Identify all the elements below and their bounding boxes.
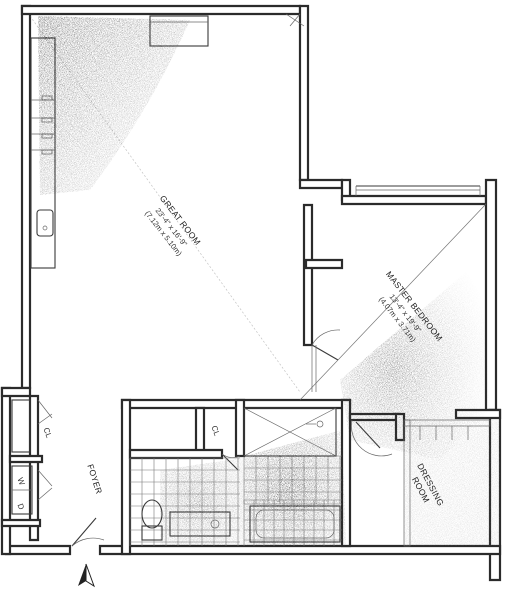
foyer-name: FOYER	[85, 463, 104, 495]
dryer-label: D	[16, 502, 27, 511]
closet-label-bath: CL	[210, 424, 222, 437]
exterior-walls	[0, 4, 502, 582]
closet-label-foyer: CL	[42, 426, 54, 439]
bathtub	[249, 505, 341, 543]
dressing-closets	[403, 419, 491, 547]
laundry	[11, 399, 33, 515]
shading	[38, 16, 500, 546]
vanity	[169, 511, 231, 537]
room-diagonals	[29, 15, 487, 401]
shower	[243, 407, 337, 457]
sink-icon	[36, 209, 54, 237]
window-bedroom	[355, 185, 481, 196]
toilet-icon	[141, 499, 163, 541]
foyer-label: FOYER	[85, 463, 104, 495]
north-arrow-icon	[78, 563, 95, 588]
great-room-label: GREAT ROOM 23'-4" x 16'-9" (7.12m x 5.10…	[143, 193, 203, 258]
washer-label: W	[16, 476, 27, 487]
